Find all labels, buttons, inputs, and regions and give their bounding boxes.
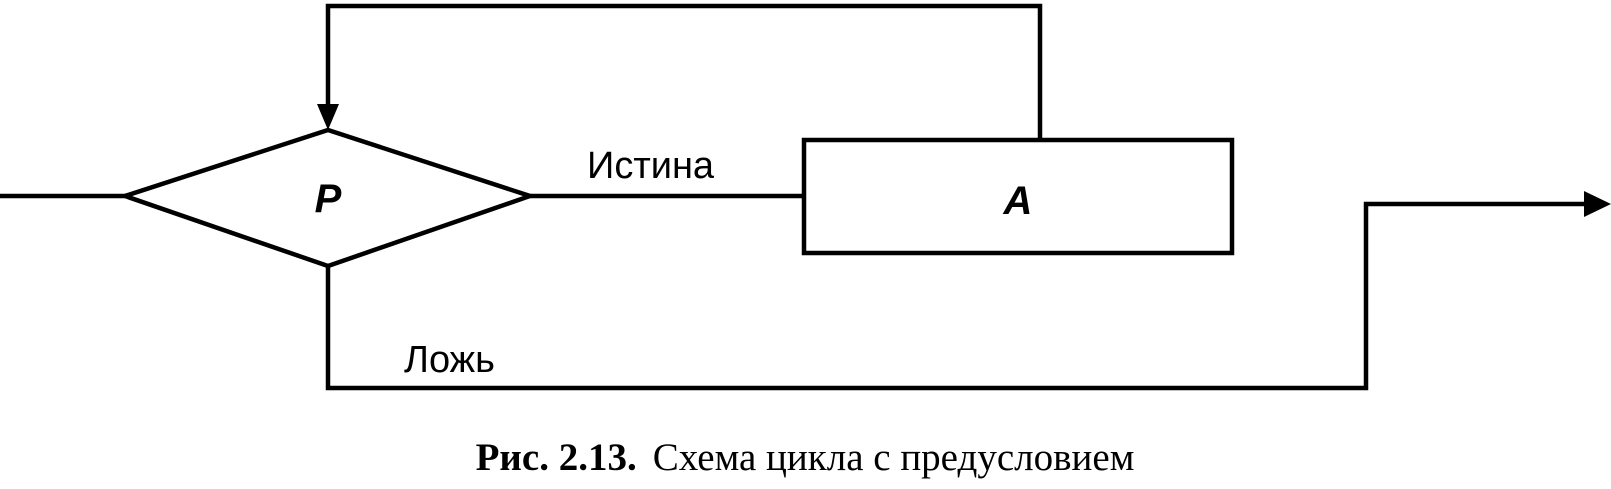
false-branch-label: Ложь xyxy=(404,339,495,381)
action-label: A xyxy=(1003,179,1033,223)
figure-caption: Рис. 2.13. Схема цикла с предусловием xyxy=(476,436,1135,479)
exit-arrowhead xyxy=(1584,191,1611,217)
figure-caption-number: Рис. 2.13. xyxy=(476,436,637,479)
condition-label: P xyxy=(315,177,342,221)
loop-back-line xyxy=(325,3,1043,140)
action-box xyxy=(801,137,1235,256)
loop-back-arrowhead xyxy=(317,104,339,130)
condition-diamond xyxy=(117,127,538,269)
false-branch-line xyxy=(325,201,1586,391)
true-branch-label: Истина xyxy=(587,145,715,187)
figure-caption-text: Схема цикла с предусловием xyxy=(653,436,1135,479)
